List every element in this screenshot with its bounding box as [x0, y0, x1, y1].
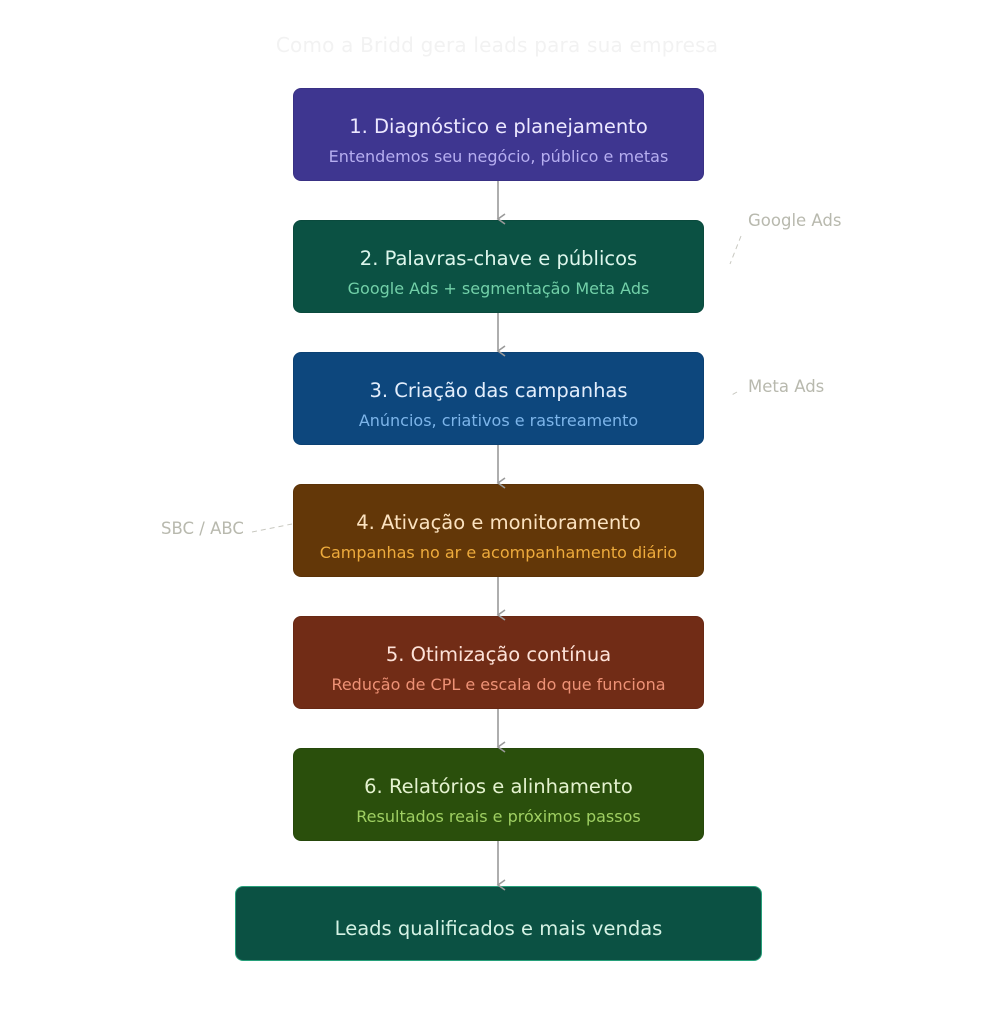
step-6-title: 6. Relatórios e alinhamento — [364, 775, 633, 798]
note-google-ads-leader — [729, 235, 742, 265]
step-3-title: 3. Criação das campanhas — [369, 379, 628, 402]
final-outcome-box: Leads qualificados e mais vendas — [235, 886, 762, 961]
step-4-title: 4. Ativação e monitoramento — [356, 511, 641, 534]
note-region-leader — [251, 523, 293, 533]
diagram-title: Como a Bridd gera leads para sua empresa — [275, 33, 719, 57]
step-3-subtitle: Anúncios, criativos e rastreamento — [358, 411, 639, 430]
step-1-subtitle: Entendemos seu negócio, público e metas — [328, 147, 669, 166]
step-4-box: 4. Ativação e monitoramento Campanhas no… — [293, 484, 704, 577]
step-6-box: 6. Relatórios e alinhamento Resultados r… — [293, 748, 704, 841]
note-meta-ads: Meta Ads — [748, 377, 825, 396]
step-2-subtitle: Google Ads + segmentação Meta Ads — [347, 279, 650, 298]
note-region: SBC / ABC — [161, 519, 244, 538]
step-4-subtitle: Campanhas no ar e acompanhamento diário — [319, 543, 678, 562]
step-6-subtitle: Resultados reais e próximos passos — [356, 807, 641, 826]
step-3-box: 3. Criação das campanhas Anúncios, criat… — [293, 352, 704, 445]
note-google-ads: Google Ads — [748, 211, 842, 230]
step-5-title: 5. Otimização contínua — [385, 643, 612, 666]
step-1-title: 1. Diagnóstico e planejamento — [349, 115, 648, 138]
step-5-box: 5. Otimização contínua Redução de CPL e … — [293, 616, 704, 709]
note-meta-ads-leader — [729, 391, 738, 397]
step-1-box: 1. Diagnóstico e planejamento Entendemos… — [293, 88, 704, 181]
step-5-subtitle: Redução de CPL e escala do que funciona — [331, 675, 666, 694]
step-2-title: 2. Palavras-chave e públicos — [359, 247, 638, 270]
final-outcome-title: Leads qualificados e mais vendas — [334, 917, 663, 940]
